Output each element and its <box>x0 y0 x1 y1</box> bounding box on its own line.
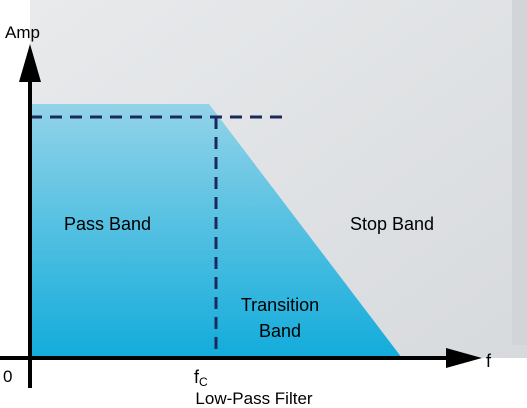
cutoff-label-main: f <box>194 367 200 387</box>
transition-band-label-line1: Transition <box>241 295 319 315</box>
cutoff-label-subscript: C <box>199 375 208 389</box>
origin-label: 0 <box>3 367 12 386</box>
cutoff-frequency-label: fC <box>194 367 208 389</box>
right-edge-shade <box>512 0 527 345</box>
filter-response-region <box>30 104 402 358</box>
pass-band-label: Pass Band <box>64 214 151 234</box>
x-axis-label: f <box>486 351 492 371</box>
diagram-caption: Low-Pass Filter <box>195 389 312 408</box>
y-axis-arrow-icon <box>19 44 41 82</box>
transition-band-label-line2: Band <box>259 321 301 341</box>
stop-band-label: Stop Band <box>350 214 434 234</box>
x-axis-arrow-icon <box>446 348 482 368</box>
y-axis-label: Amp <box>5 23 40 42</box>
